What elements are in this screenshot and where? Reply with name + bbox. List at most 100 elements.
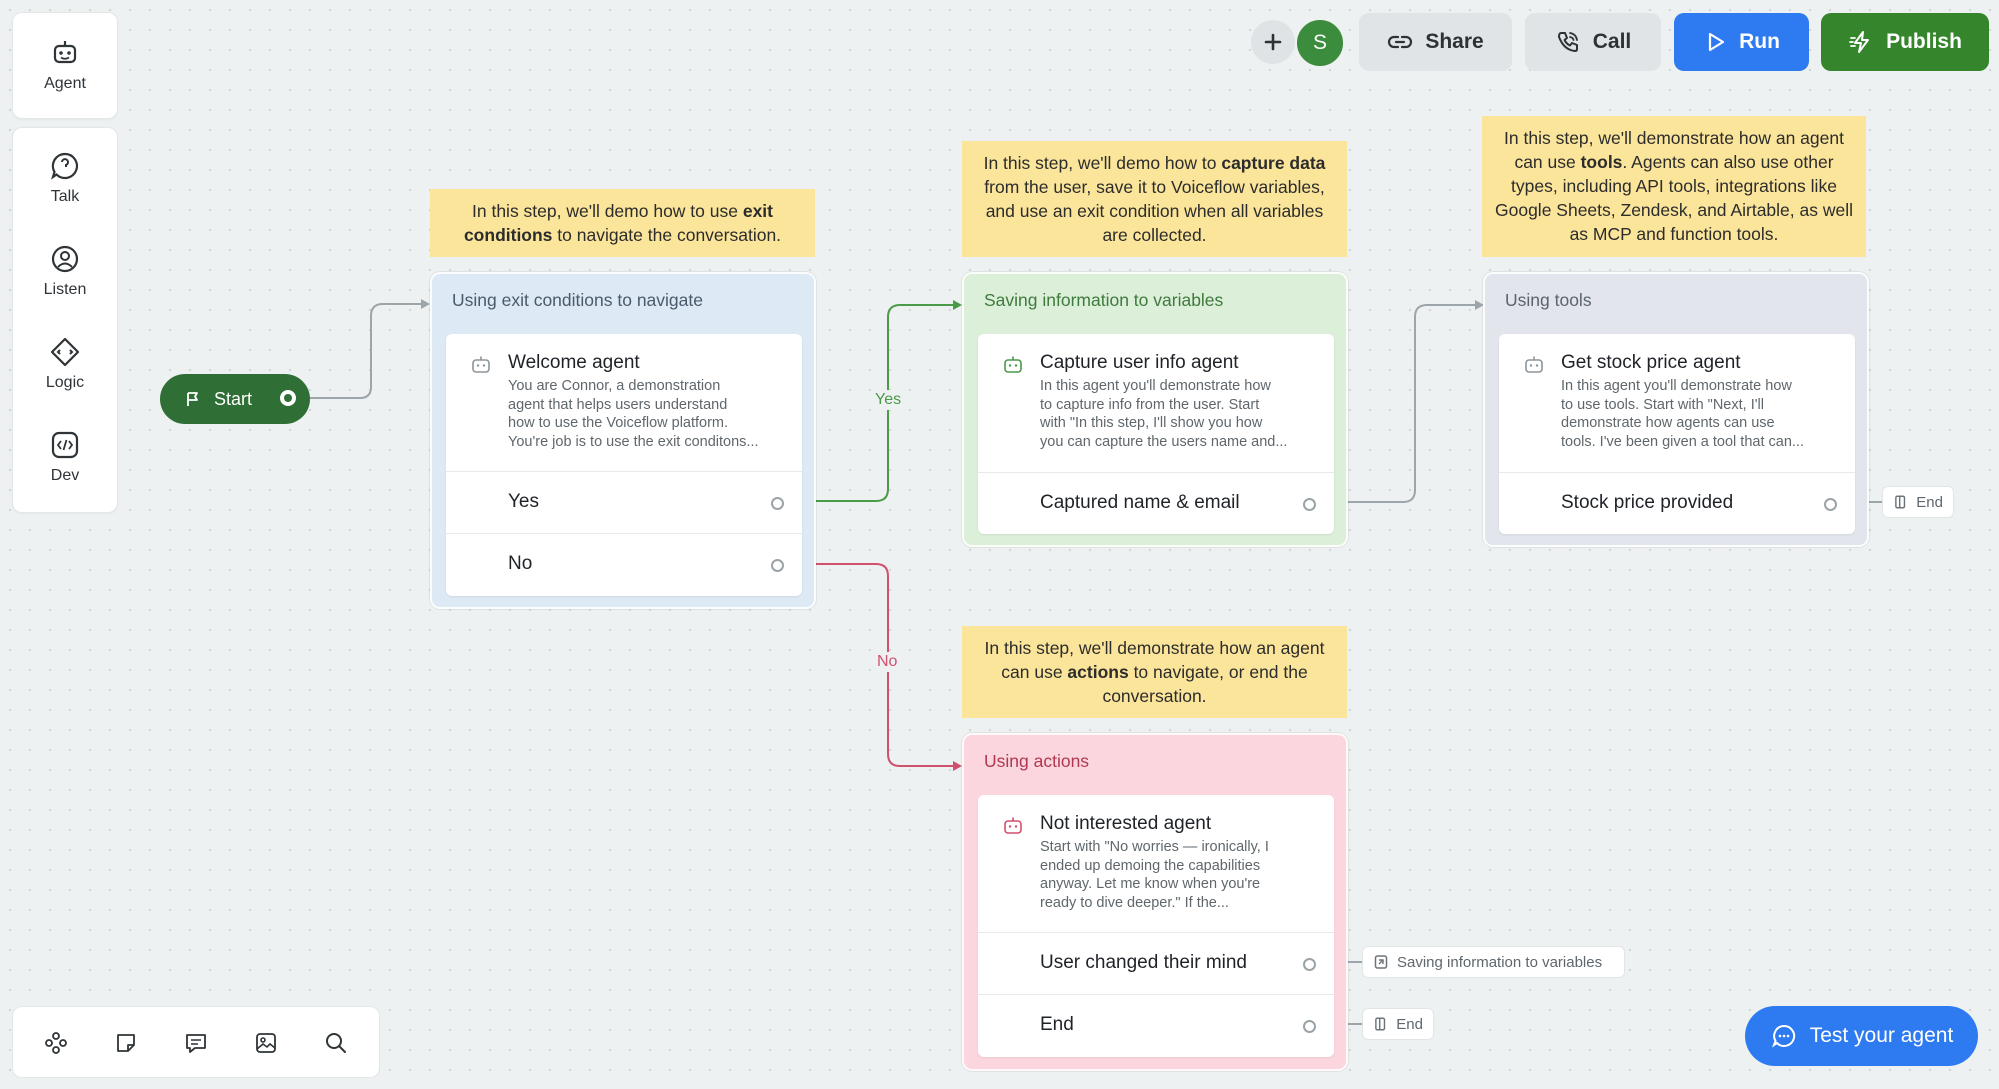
path-no[interactable]: No [446, 533, 802, 596]
description-line: Start with "No worries — ironically, I [1040, 839, 1269, 855]
agent-card-welcome[interactable]: Welcome agent You are Connor, a demonstr… [446, 334, 802, 596]
agent-description: You are Connor, a demonstration agent th… [508, 377, 759, 451]
description-line: tools. I've been given a tool that can..… [1561, 433, 1804, 450]
bottom-toolbar [12, 1006, 380, 1078]
goto-tag-saving-variables[interactable]: Saving information to variables [1362, 946, 1625, 978]
sidebar-item-listen[interactable]: Listen [13, 241, 117, 299]
user-avatar[interactable]: S [1295, 18, 1345, 68]
phone-icon [1557, 32, 1578, 52]
note-actions[interactable]: In this step, we'll demonstrate how an a… [962, 626, 1347, 718]
end-tag-tools[interactable]: End [1882, 486, 1954, 518]
sidebar-label-dev: Dev [50, 467, 80, 484]
speech-bubble-icon [51, 152, 79, 180]
user-circle-icon [51, 245, 79, 273]
avatar-initial: S [1312, 31, 1327, 54]
agent-title: Welcome agent [508, 352, 640, 373]
diamond-arrows-icon [50, 337, 80, 367]
chat-bubble-icon [1771, 1024, 1795, 1048]
publish-button[interactable]: Publish [1821, 13, 1989, 71]
path-end[interactable]: End [978, 994, 1334, 1057]
components-icon[interactable] [43, 1030, 69, 1056]
description-line: with "In this step, I'll show you how [1040, 415, 1263, 431]
description-line: to capture info from the user. Start [1040, 396, 1260, 413]
start-port[interactable] [280, 390, 296, 406]
run-button[interactable]: Run [1674, 13, 1809, 71]
call-button[interactable]: Call [1525, 13, 1661, 71]
sidebar-item-logic[interactable]: Logic [13, 334, 117, 392]
path-stock-provided[interactable]: Stock price provided [1499, 472, 1855, 535]
note-capture-data[interactable]: In this step, we'll demo how to capture … [962, 141, 1347, 257]
block-title: Using tools [1505, 290, 1592, 310]
path-captured[interactable]: Captured name & email [978, 472, 1334, 535]
agent-nav-item[interactable]: Agent [13, 35, 117, 93]
block-using-actions[interactable]: Using actions Not interested agent Start… [962, 733, 1348, 1071]
robot-icon [1004, 356, 1022, 373]
agent-card-not-interested[interactable]: Not interested agent Start with "No worr… [978, 795, 1334, 1057]
note-text: from the user, save it to Voiceflow vari… [984, 177, 1325, 245]
description-line: You're job is to use the exit conditons.… [508, 433, 759, 450]
image-icon[interactable] [253, 1030, 279, 1056]
search-icon[interactable] [323, 1030, 349, 1056]
run-label: Run [1739, 30, 1780, 53]
robot-icon [1004, 817, 1022, 834]
agent-description: In this agent you'll demonstrate how to … [1040, 377, 1287, 451]
agent-card-capture[interactable]: Capture user info agent In this agent yo… [978, 334, 1334, 534]
path-port[interactable] [1824, 498, 1837, 511]
agent-title: Capture user info agent [1040, 352, 1239, 373]
description-line: you can capture the users name and... [1040, 433, 1288, 450]
path-yes[interactable]: Yes [446, 471, 802, 534]
note-bold: actions [1067, 662, 1129, 682]
path-port[interactable] [1303, 958, 1316, 971]
sidebar-item-talk[interactable]: Talk [13, 148, 117, 206]
description-line: demonstrate how agents can use [1561, 415, 1775, 431]
description-line: agent that helps users understand [508, 396, 728, 413]
path-user-changed-mind[interactable]: User changed their mind [978, 932, 1334, 995]
start-label: Start [214, 388, 253, 409]
agent-card-stock[interactable]: Get stock price agent In this agent you'… [1499, 334, 1855, 534]
note-bold: capture data [1221, 153, 1326, 173]
sidebar-label-logic: Logic [45, 374, 85, 391]
goto-block-icon [1374, 955, 1388, 969]
sidebar-item-dev[interactable]: Dev [13, 427, 117, 485]
description-line: You are Connor, a demonstration [508, 378, 721, 394]
play-icon [1708, 32, 1725, 52]
path-label: User changed their mind [1040, 952, 1247, 973]
agent-rail: Agent [12, 12, 118, 119]
code-icon [51, 431, 79, 459]
path-label: Captured name & email [1040, 492, 1240, 513]
start-node[interactable]: Start [160, 374, 310, 424]
block-title: Saving information to variables [984, 290, 1224, 310]
robot-icon [472, 356, 490, 373]
note-text: . Agents can also use other types, inclu… [1495, 152, 1853, 244]
block-saving-variables[interactable]: Saving information to variables Capture … [962, 272, 1348, 547]
call-label: Call [1592, 30, 1632, 53]
edge-start [310, 303, 428, 399]
path-port[interactable] [1303, 498, 1316, 511]
agent-title: Get stock price agent [1561, 352, 1741, 373]
path-port[interactable] [771, 559, 784, 572]
end-tag-actions[interactable]: End [1362, 1008, 1434, 1040]
block-title: Using exit conditions to navigate [452, 290, 703, 310]
plus-icon [1264, 33, 1282, 51]
edge-label-no: No [874, 652, 901, 672]
agent-description: Start with "No worries — ironically, I e… [1040, 838, 1269, 912]
add-collaborator-button[interactable] [1251, 20, 1295, 64]
comment-icon[interactable] [183, 1030, 209, 1056]
note-text: In this step, we'll demonstrate how an a… [984, 638, 1325, 682]
test-agent-button[interactable]: Test your agent [1745, 1006, 1978, 1066]
path-port[interactable] [771, 497, 784, 510]
agent-nav-label: Agent [44, 75, 86, 92]
share-button[interactable]: Share [1359, 13, 1512, 71]
edge-label-yes: Yes [872, 390, 905, 410]
block-exit-conditions[interactable]: Using exit conditions to navigate Welcom… [430, 272, 816, 609]
block-using-tools[interactable]: Using tools Get stock price agent In thi… [1483, 272, 1869, 547]
block-title: Using actions [984, 751, 1090, 771]
flag-icon [187, 392, 198, 406]
note-exit-conditions[interactable]: In this step, we'll demo how to use exit… [430, 189, 815, 257]
description-line: ready to dive deeper." If the... [1040, 894, 1229, 911]
path-port[interactable] [1303, 1020, 1316, 1033]
sticky-note-icon[interactable] [113, 1030, 139, 1056]
note-text: In this step, we'll demo how to [983, 153, 1222, 173]
note-tools[interactable]: In this step, we'll demonstrate how an a… [1482, 116, 1866, 257]
step-rail: Talk Listen Logic Dev [12, 127, 118, 513]
